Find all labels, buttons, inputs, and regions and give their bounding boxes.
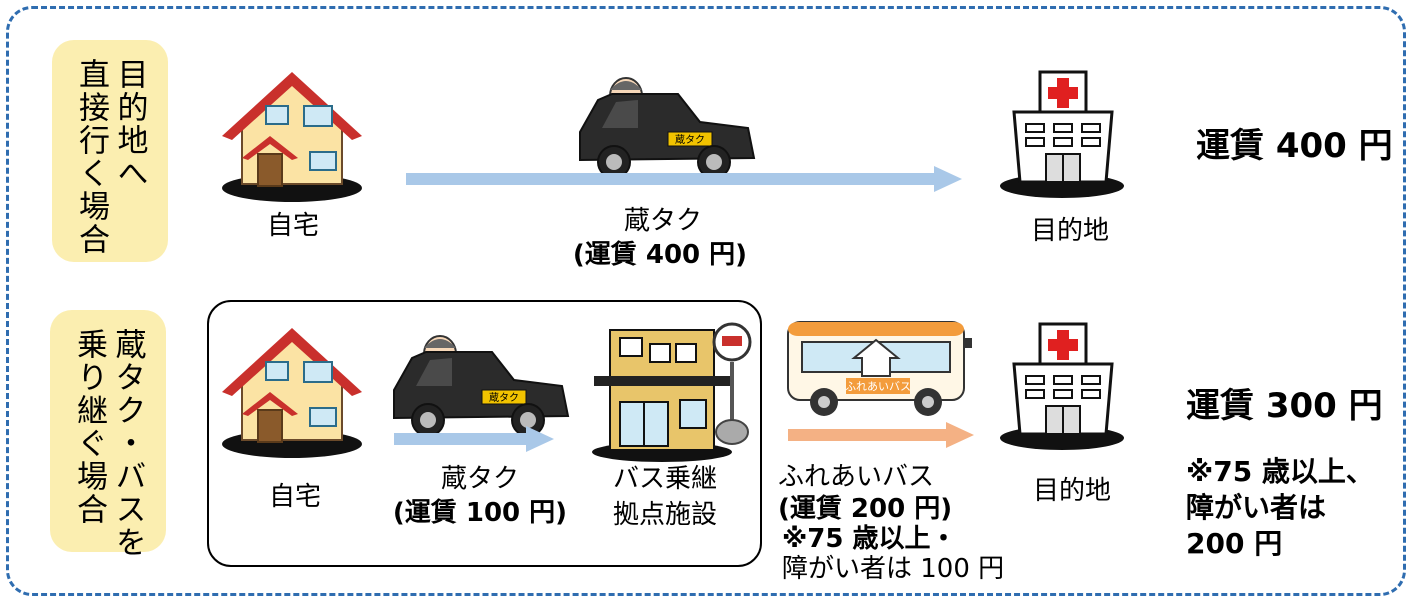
row1-arrow <box>406 166 962 192</box>
taxi-icon: 蔵タク <box>579 77 755 179</box>
taxi-sign: 蔵タク <box>489 391 519 404</box>
row1-home-caption: 自宅 <box>266 211 319 241</box>
row2-note-line1: ※75 歳以上、 <box>1186 455 1374 488</box>
row1-label: 目的地へ 直接行く場合 <box>52 40 168 262</box>
dashed-frame <box>6 6 1406 596</box>
row2-bus-fare: (運賃 200 円) <box>778 494 953 524</box>
row2-total-fare: 運賃 300 円 <box>1186 386 1383 426</box>
transfer-group-box <box>207 300 762 567</box>
hospital-icon <box>998 70 1126 200</box>
row1-taxi-caption: 蔵タク <box>623 206 702 236</box>
row2-bus-note-line2: 障がい者は 100 円 <box>782 554 1005 584</box>
row2-home-caption: 自宅 <box>268 482 321 512</box>
row2-bus-caption: ふれあいバス <box>778 462 935 492</box>
bus-sign: ふれあいバス <box>845 380 911 393</box>
row2-taxi-caption: 蔵タク <box>440 464 519 494</box>
taxi-icon: 蔵タク <box>393 335 569 437</box>
row2-bus-arrow <box>788 422 974 448</box>
row1-label-col2: 直接行く場合 <box>73 58 109 256</box>
row2-taxi-fare: (運賃 100 円) <box>392 498 568 528</box>
row2-dest-caption: 目的地 <box>1032 476 1111 506</box>
house-icon <box>221 71 363 203</box>
row1-taxi-fare: (運賃 400 円) <box>572 240 748 270</box>
row2-label-col2: 乗り継ぐ場合 <box>71 328 107 526</box>
row2-taxi-arrow <box>394 426 554 452</box>
row1-label-col1: 目的地へ <box>111 58 148 190</box>
row2-bus-note-line1: ※75 歳以上・ <box>782 524 957 554</box>
bus-terminal-icon <box>592 322 752 462</box>
row2-label: 蔵タク・バスを 乗り継ぐ場合 <box>50 310 166 559</box>
row2-label-col1: 蔵タク・バスを <box>109 328 146 559</box>
row2-facility-line1: バス乗継 <box>612 464 717 494</box>
row2-note-line2: 障がい者は <box>1186 491 1327 524</box>
house-icon <box>221 327 363 459</box>
row2-note-line3: 200 円 <box>1186 527 1283 560</box>
row1-total-fare: 運賃 400 円 <box>1196 126 1393 166</box>
taxi-sign: 蔵タク <box>675 133 705 146</box>
hospital-icon <box>998 322 1126 452</box>
row2-facility-line2: 拠点施設 <box>612 500 717 530</box>
row1-dest-caption: 目的地 <box>1030 216 1109 246</box>
bus-icon: ふれあいバス <box>787 321 972 416</box>
